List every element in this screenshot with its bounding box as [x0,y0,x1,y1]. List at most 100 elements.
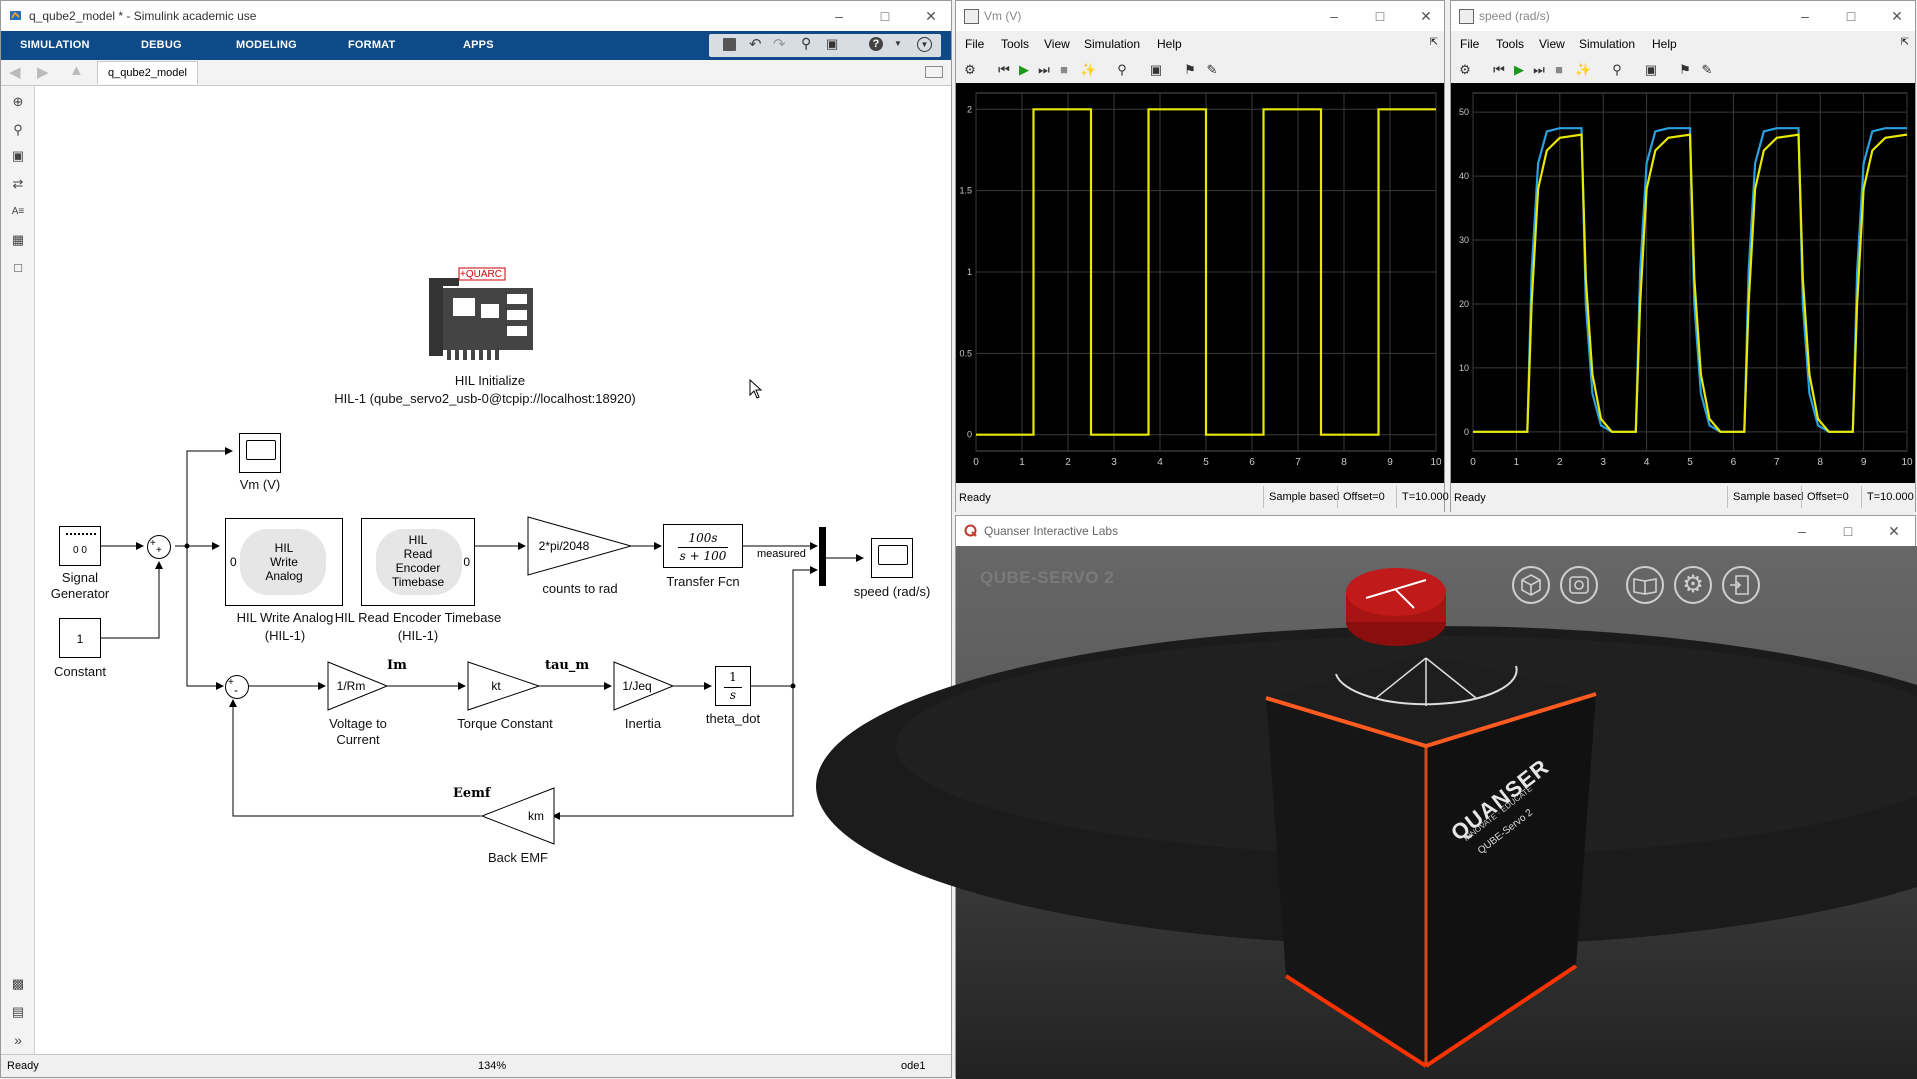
up-arrow-icon[interactable]: ▲ [69,62,84,79]
tab-format[interactable]: FORMAT [348,39,396,51]
expand-icon[interactable]: » [14,1032,22,1048]
annotation-icon[interactable]: A≡ [11,206,25,217]
step-forward-icon[interactable]: ⏭ [1038,62,1050,77]
minimize-button[interactable]: – [1801,8,1809,24]
step-forward-icon[interactable]: ⏭ [1533,62,1545,77]
triggers-icon[interactable]: ⚑ [1679,62,1691,77]
autoscale-icon[interactable]: ▣ [1149,62,1163,77]
tab-modeling[interactable]: MODELING [236,39,297,51]
close-button[interactable]: ✕ [925,8,937,24]
hide-browser-icon[interactable]: ⊕ [12,94,24,109]
settings-icon[interactable]: ⚙ [964,62,976,77]
menu-file[interactable]: File [965,37,985,51]
property-inspector-icon[interactable]: ▤ [11,1004,25,1019]
highlight-icon[interactable]: ✨ [1575,62,1592,77]
triggers-icon[interactable]: ⚑ [1184,62,1196,77]
settings-icon[interactable]: ⚙ [1674,566,1712,604]
model-browser-icon[interactable] [925,66,943,78]
menu-overflow-icon[interactable]: ⇱ [1429,37,1438,48]
menu-tools[interactable]: Tools [1001,37,1030,51]
model-canvas[interactable]: +QUARC HIL Initialize HIL-1 (qube_servo2… [35,86,948,1056]
save-icon[interactable] [723,38,736,51]
maximize-button[interactable]: □ [1846,8,1856,24]
measurements-icon[interactable]: ✎ [1206,62,1218,77]
vm-scope-block[interactable] [239,433,281,473]
sum-block-1[interactable]: + + [147,535,171,559]
status-zoom[interactable]: 134% [478,1060,507,1072]
signal-generator-block[interactable]: 0 0 [59,526,101,566]
hil-read-encoder-block[interactable]: HIL Read Encoder Timebase 0 [361,518,475,606]
speed-scope-titlebar[interactable]: speed (rad/s) – □ ✕ [1451,1,1915,31]
image-icon[interactable]: ▦ [11,232,25,247]
forward-arrow-icon[interactable]: ▶ [37,64,49,81]
quanser-viewport[interactable]: QUBE-SERVO 2 QUANSER INNOVATE · EDUCATE … [816,546,1917,1079]
undo-icon[interactable]: ↶ [749,36,762,53]
run-icon[interactable]: ▶ [1514,62,1524,77]
zoom-icon[interactable]: ⚲ [801,35,812,51]
transfer-fcn-block[interactable]: 100s s + 100 [663,524,743,568]
minimize-button[interactable]: – [835,8,843,24]
minimize-button[interactable]: – [1330,8,1338,24]
screenshot-icon[interactable]: ▩ [11,976,25,991]
vm-scope-titlebar[interactable]: Vm (V) – □ ✕ [956,1,1444,31]
menu-simulation[interactable]: Simulation [1579,37,1636,51]
zoom-icon[interactable]: ⚲ [1612,62,1622,77]
chevron-down-icon[interactable]: ▼ [894,39,902,48]
step-back-icon[interactable]: ⏮ [998,62,1010,77]
run-icon[interactable]: ▶ [1019,62,1029,77]
redo-icon[interactable]: ↷ [773,36,786,53]
mux-block[interactable] [819,527,826,586]
hil-write-analog-block[interactable]: 0 HIL Write Analog [225,518,343,606]
jeq-gain-block[interactable] [613,661,675,711]
maximize-button[interactable]: □ [880,8,890,24]
autoscale-icon[interactable]: ▣ [1644,62,1658,77]
area-icon[interactable]: □ [14,260,22,275]
close-button[interactable]: ✕ [1891,8,1903,24]
breadcrumb[interactable]: q_qube2_model [97,61,198,84]
kt-gain-block[interactable] [467,661,541,711]
maximize-button[interactable]: □ [1375,8,1385,24]
minimize-button[interactable]: – [1798,523,1806,539]
menu-overflow-icon[interactable]: ⇱ [1900,37,1909,48]
menu-tools[interactable]: Tools [1496,37,1525,51]
stop-icon[interactable]: ■ [1060,62,1068,77]
constant-block[interactable]: 1 [59,618,101,658]
exit-icon[interactable] [1722,566,1760,604]
menu-view[interactable]: View [1539,37,1565,51]
menu-file[interactable]: File [1460,37,1480,51]
tab-simulation[interactable]: SIMULATION [20,39,90,51]
step-back-icon[interactable]: ⏮ [1493,62,1505,77]
zoom-icon[interactable]: ⚲ [1117,62,1127,77]
counts-gain-block[interactable] [527,516,633,576]
menu-simulation[interactable]: Simulation [1084,37,1141,51]
integrator-block[interactable]: 1 s [715,666,751,706]
sum-block-2[interactable]: + - [225,675,249,699]
stop-icon[interactable]: ■ [1555,62,1563,77]
simulink-titlebar[interactable]: q_qube2_model * - Simulink academic use … [1,1,951,31]
tab-debug[interactable]: DEBUG [141,39,182,51]
tab-apps[interactable]: APPS [463,39,494,51]
speed-scope-block[interactable] [871,538,913,578]
hil-initialize-block[interactable]: +QUARC [423,264,545,369]
manual-icon[interactable] [1626,566,1664,604]
highlight-icon[interactable]: ✨ [1080,62,1097,77]
fit-view-icon[interactable]: ▣ [826,36,839,51]
fit-to-view-icon[interactable]: ▣ [11,148,25,163]
menu-help[interactable]: Help [1652,37,1677,51]
help-icon[interactable]: ? [869,37,883,51]
close-button[interactable]: ✕ [1888,523,1900,539]
menu-view[interactable]: View [1044,37,1070,51]
zoom-in-icon[interactable]: ⚲ [13,122,23,137]
arrow-icon[interactable]: ⇄ [12,176,24,191]
menu-help[interactable]: Help [1157,37,1182,51]
km-gain-block[interactable] [480,787,555,845]
measurements-icon[interactable]: ✎ [1701,62,1713,77]
status-solver[interactable]: ode1 [901,1060,926,1072]
camera-view-icon[interactable] [1560,566,1598,604]
quanser-titlebar[interactable]: Quanser Interactive Labs – □ ✕ [956,516,1915,546]
settings-icon[interactable]: ⚙ [1459,62,1471,77]
maximize-button[interactable]: □ [1843,523,1853,539]
back-arrow-icon[interactable]: ◀ [9,64,21,81]
